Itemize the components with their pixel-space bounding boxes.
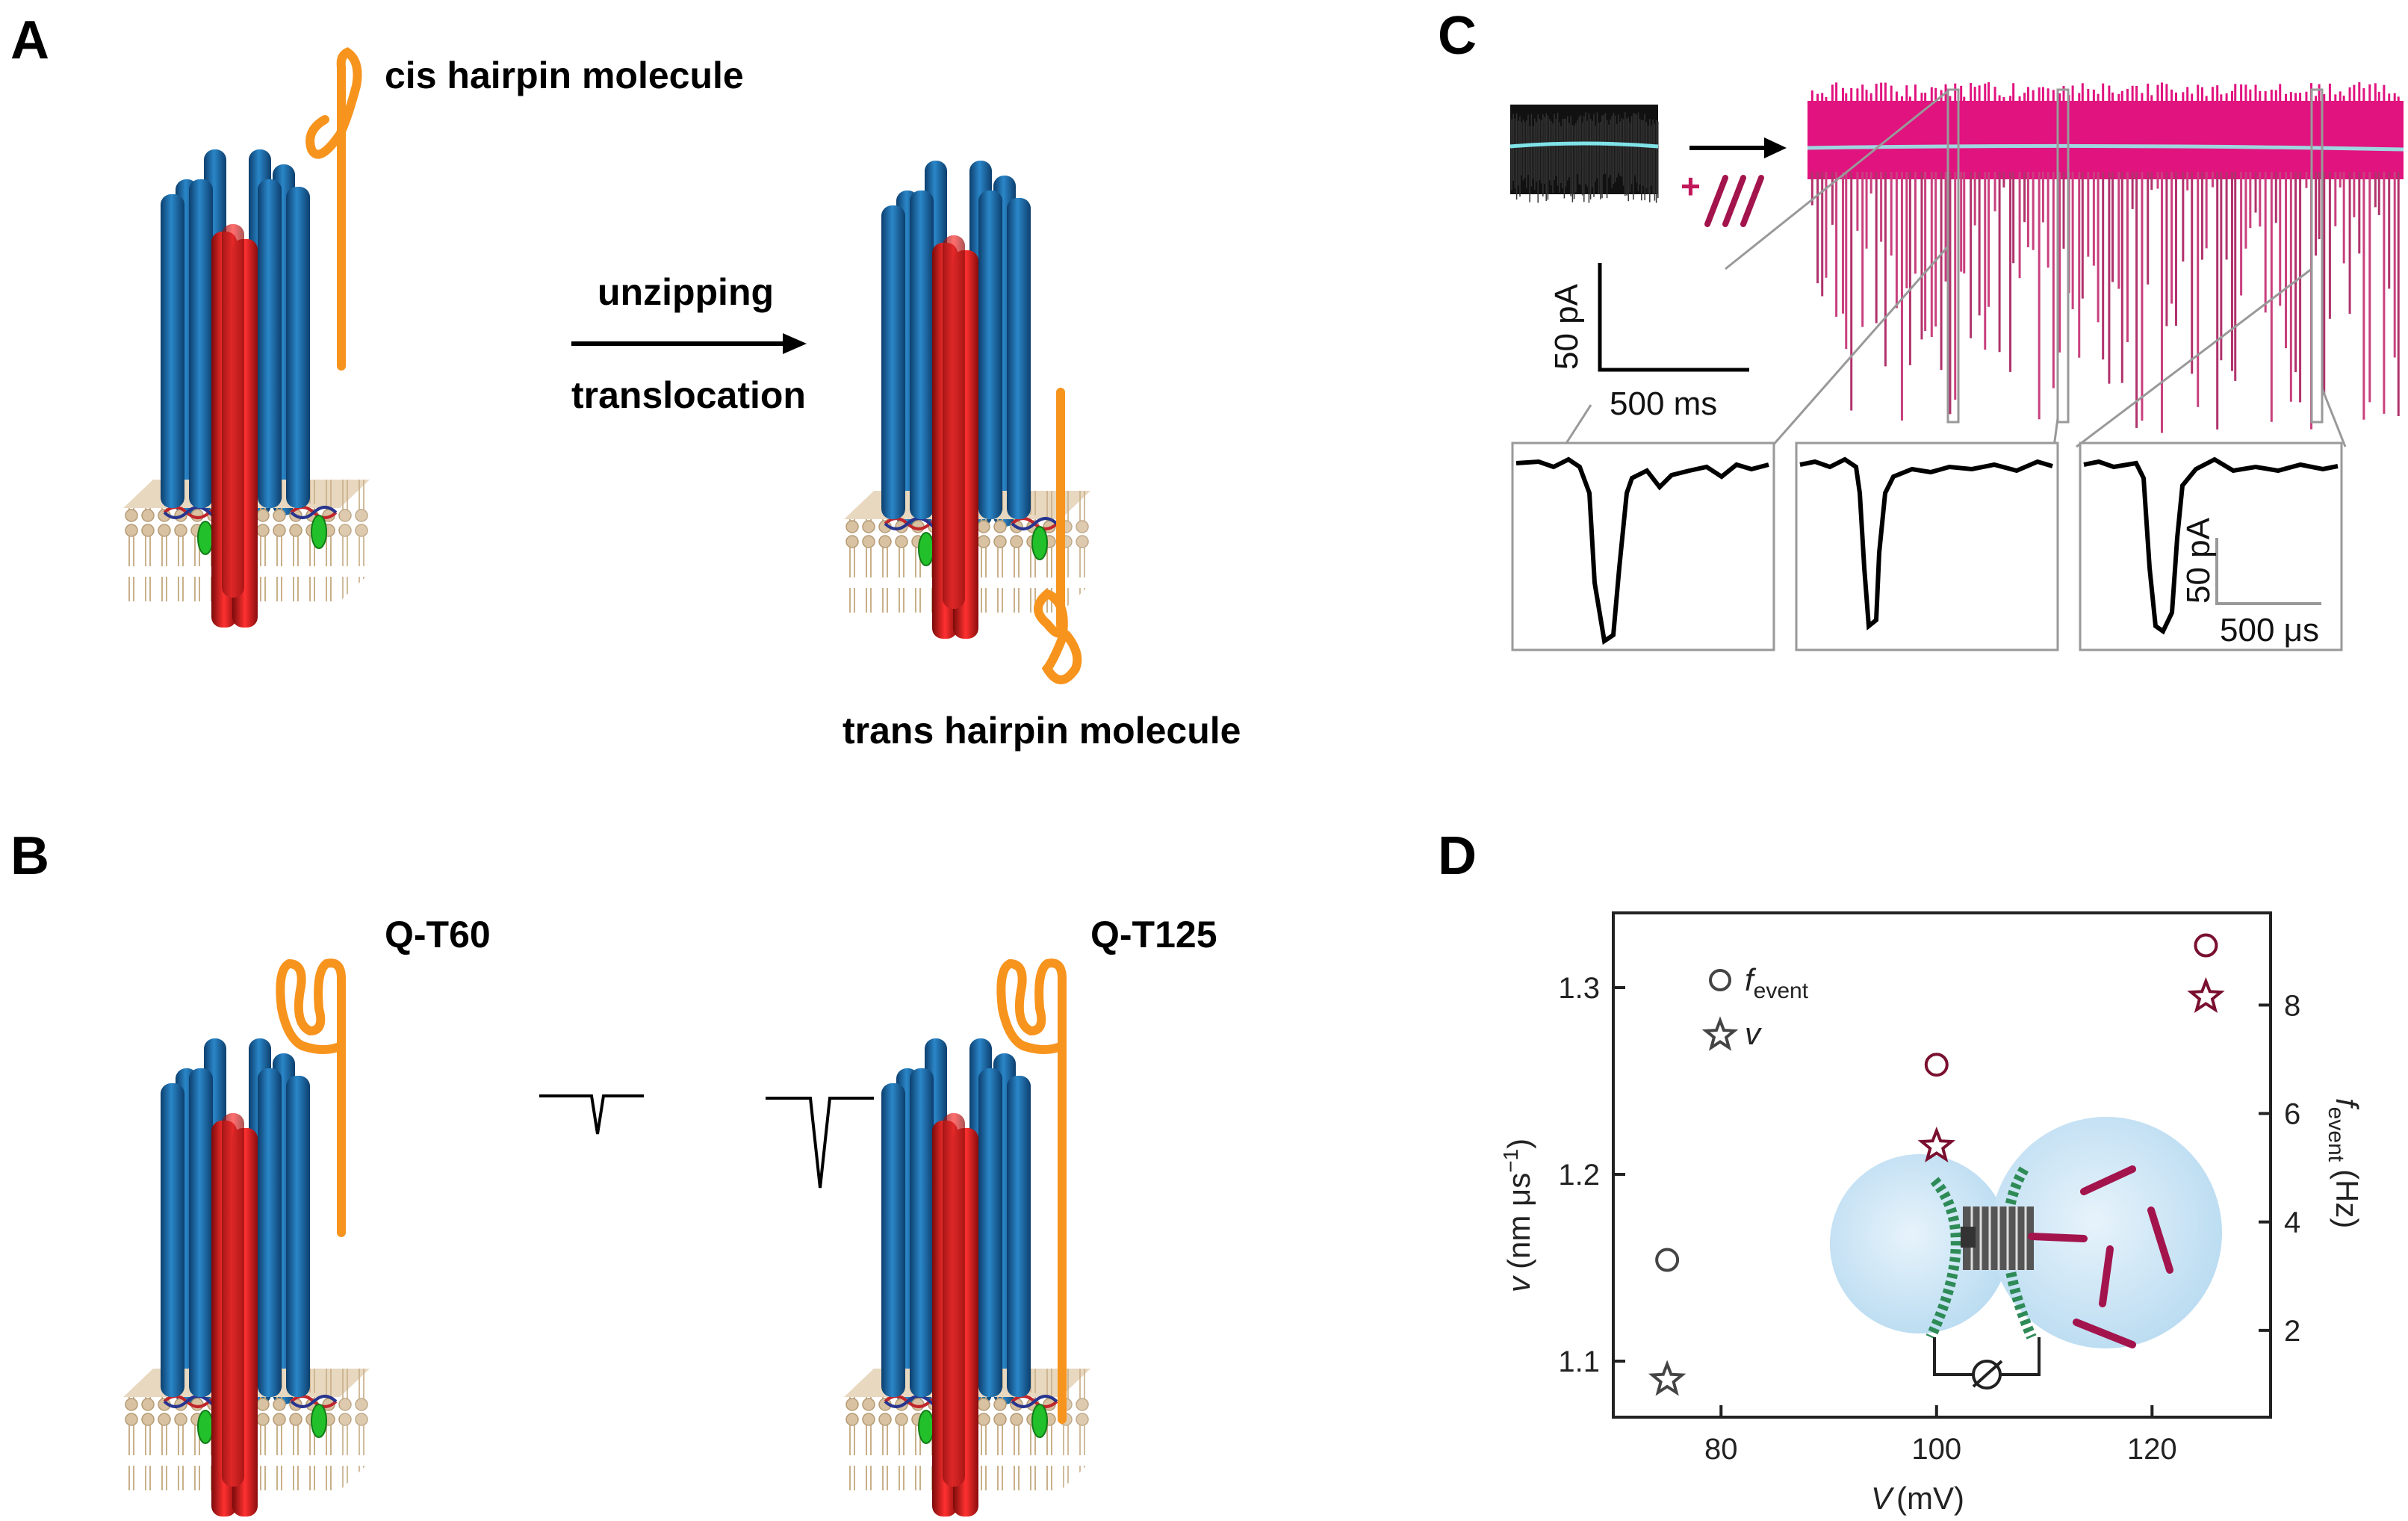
legend: fevent v bbox=[1701, 962, 1809, 1051]
panel-d-label: D bbox=[1438, 826, 1477, 886]
panel-d: D bbox=[1438, 826, 2365, 1516]
legend-label-fevent: fevent bbox=[1745, 962, 1809, 1003]
panel-c: C + bbox=[1438, 6, 2404, 651]
inset-2 bbox=[1795, 442, 2059, 651]
plot-frame bbox=[1612, 911, 2272, 1419]
plus-sign: + bbox=[1681, 167, 1701, 205]
event-trace bbox=[1807, 82, 2404, 433]
molecule-icons bbox=[1704, 175, 1764, 227]
pore-q-t60 bbox=[122, 958, 371, 1518]
cis-hairpin-label: cis hairpin molecule bbox=[385, 55, 744, 96]
pore-q-t125 bbox=[843, 958, 1092, 1518]
arrow-head bbox=[783, 333, 807, 354]
velocity-point bbox=[1917, 1126, 1956, 1163]
legend-star-marker bbox=[1701, 1016, 1739, 1051]
arrow-label-translocation: translocation bbox=[571, 374, 806, 416]
y-right-tick-label: 4 bbox=[2284, 1206, 2300, 1239]
scale-label-ms: 500 ms bbox=[1610, 385, 1717, 422]
inset-scale-bar bbox=[2215, 538, 2321, 605]
legend-label-v: v bbox=[1745, 1016, 1763, 1051]
pore-trans bbox=[843, 159, 1092, 684]
panel-a: A cis hairpin molecule unzipping translo… bbox=[10, 10, 1241, 752]
y-right-tick-label: 8 bbox=[2284, 989, 2300, 1022]
x-axis-label: V(mV) bbox=[1871, 1481, 1964, 1516]
fevent-point bbox=[1924, 1053, 1949, 1077]
inset-3: 50 pA 500 μs bbox=[2079, 442, 2343, 651]
zoom-guides bbox=[1563, 88, 2347, 448]
example-trace-short bbox=[539, 1094, 644, 1135]
y-axis-right-label: fevent(Hz) bbox=[2324, 1098, 2365, 1228]
x-tick-label: 120 bbox=[2127, 1433, 2177, 1466]
velocity-point bbox=[2187, 976, 2225, 1014]
pore-cis bbox=[122, 47, 371, 629]
inset-1 bbox=[1511, 442, 1775, 651]
q-t125-strand bbox=[996, 958, 1067, 1424]
panel-b-label: B bbox=[10, 826, 49, 886]
legend-circle-marker bbox=[1709, 969, 1731, 991]
cis-hairpin-strand bbox=[305, 47, 362, 371]
label-q-t60: Q-T60 bbox=[385, 914, 491, 955]
label-q-t125: Q-T125 bbox=[1090, 914, 1217, 955]
trans-hairpin-label: trans hairpin molecule bbox=[843, 710, 1241, 752]
x-tick-label: 100 bbox=[1911, 1433, 1961, 1466]
velocity-point bbox=[1648, 1360, 1686, 1396]
inset-scale-label-us: 500 μs bbox=[2220, 612, 2319, 648]
y-right-tick-label: 6 bbox=[2284, 1098, 2300, 1131]
panel-b: B Q-T60 Q-T125 bbox=[10, 826, 1217, 1518]
inset-scale-label-pa: 50 pA bbox=[2180, 517, 2217, 604]
vesicle-illustration bbox=[1830, 1117, 2222, 1390]
panel-c-label: C bbox=[1438, 6, 1477, 66]
baseline-trace bbox=[1509, 105, 1659, 203]
scale-bar bbox=[1598, 263, 1749, 372]
y-axis-left-label: v(nm μs−1) bbox=[1499, 1139, 1536, 1292]
y-left-tick-label: 1.1 bbox=[1558, 1345, 1600, 1378]
q-t60-strand bbox=[276, 958, 346, 1237]
example-trace-long bbox=[766, 1097, 874, 1189]
y-left-tick-label: 1.3 bbox=[1558, 972, 1600, 1005]
y-left-tick-label: 1.2 bbox=[1558, 1159, 1600, 1192]
fevent-point bbox=[1655, 1248, 1680, 1272]
scale-label-pa: 50 pA bbox=[1548, 283, 1585, 370]
arrow-label-unzipping: unzipping bbox=[598, 271, 774, 313]
panel-a-label: A bbox=[10, 10, 49, 70]
trans-hairpin-strand bbox=[1034, 388, 1082, 684]
fevent-point bbox=[2194, 933, 2218, 958]
x-tick-label: 80 bbox=[1704, 1433, 1738, 1466]
trace-arrow-head bbox=[1764, 137, 1787, 158]
y-right-tick-label: 2 bbox=[2284, 1315, 2300, 1348]
